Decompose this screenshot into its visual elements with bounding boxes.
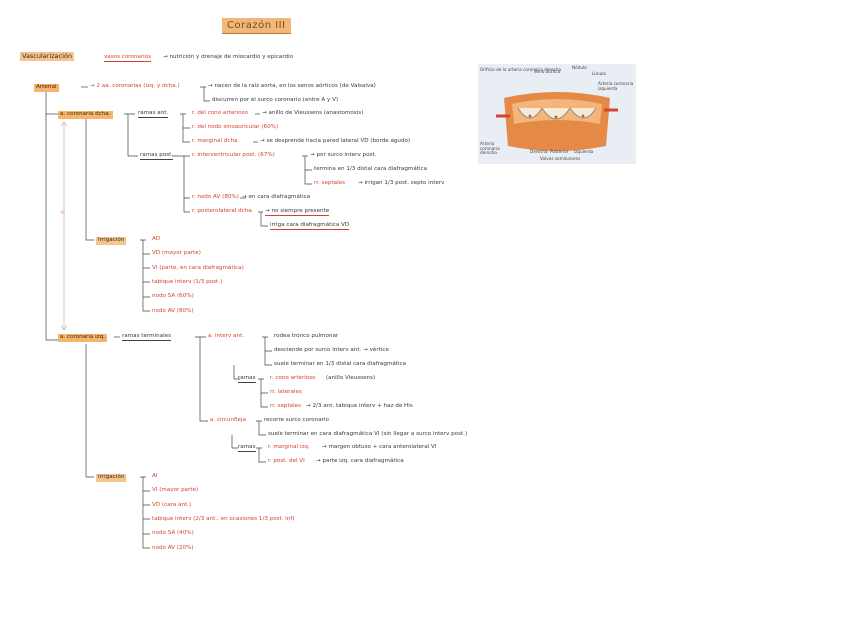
right-ant-3b: → se desprende hacia pared lateral VD (b…	[260, 138, 411, 144]
left-cx-2: suele terminar en cara diafragmática VI …	[268, 431, 468, 437]
irrigation-item: VI (parte, en cara diafragmática)	[152, 264, 244, 271]
left-cx-1: recorre surco coronario	[264, 417, 329, 423]
left-c2b: → parte izq. cara diafragmática	[316, 458, 404, 464]
left-r1: r. cono arterioso	[270, 375, 316, 381]
fig-label-2: Nódulo	[572, 65, 587, 70]
fig-label-3: Lúnula	[592, 71, 606, 76]
irrigation-item: nodo AV (20%)	[152, 544, 194, 551]
left-cx-branches: ramas	[238, 444, 256, 452]
right-post-1c: rr. septales	[314, 180, 345, 186]
fig-label-1: Seno aórtico	[534, 69, 561, 74]
right-post-3a: → no siempre presente	[265, 208, 330, 216]
right-post-1b: termina en 1/3 distal cara diafragmática	[314, 166, 428, 172]
left-ia-1: rodea tronco pulmonar	[274, 333, 339, 339]
arterial-heading: Arterial	[34, 84, 59, 92]
right-ant-3: r. marginal dcha.	[192, 138, 240, 144]
left-c1b: → margen obtuso + cara anterolateral VI	[322, 444, 437, 450]
fig-label-8: Izquierda	[574, 149, 594, 154]
right-ant-1: r. del cono arterioso	[192, 110, 248, 116]
right-ant-branches: ramas ant.	[138, 110, 169, 118]
arterial-line-1b: discurren por el surco coronario (entre …	[212, 97, 339, 103]
left-coronary-heading: a. coronaria izq.	[58, 334, 107, 342]
irrigation-item: VD (mayor parte)	[152, 250, 201, 257]
fig-label-5: Arteria coronaria derecha	[480, 141, 500, 156]
section-heading: Vascularización	[20, 52, 75, 61]
irrigation-item: nodo AV (80%)	[152, 307, 194, 314]
left-c2: r. post. del VI	[268, 458, 305, 464]
irrigation-item: tabique interv (1/3 post.)	[152, 278, 223, 285]
right-post-1: r. interventricular post. (67%)	[192, 152, 275, 158]
left-ia-2: desciende por surco interv ant. → vértic…	[274, 347, 389, 353]
side-note: Ye	[60, 211, 65, 216]
left-terminal-branches: ramas terminales	[122, 333, 172, 341]
left-cx: a. circunfleja	[210, 417, 246, 423]
right-ant-2: r. del nodo sinoauricular (60%)	[192, 124, 279, 130]
fig-label-9: Valvas semilunares	[540, 156, 581, 161]
irrigation-item: tabique interv (2/3 ant., en ocasiones 1…	[152, 515, 295, 522]
irrigation-item: nodo SA (40%)	[152, 530, 194, 537]
right-post-1d: → irrigan 1/3 post. septo interv	[358, 180, 445, 186]
fig-label-4: Arteria coronaria izquierda	[598, 81, 634, 91]
intro-text: → nutrición y drenaje de miocardio y epi…	[163, 54, 294, 60]
fig-label-6: Derecha	[530, 149, 548, 154]
right-post-3b: irriga cara diafragmática VD	[270, 222, 350, 230]
left-irrigation-heading: Irrigación	[96, 474, 127, 482]
right-post-1a: → por surco interv post.	[310, 152, 377, 158]
aortic-valve-figure: Orificio de la arteria coronaria derecha…	[478, 64, 636, 164]
left-r3: rr. septales	[270, 403, 301, 409]
arterial-line-1a: → nacen de la raíz aorta, en los senos a…	[208, 83, 376, 89]
left-ia-3: suele terminar en 1/3 distal cara diafra…	[274, 361, 406, 367]
right-irrigation-heading: Irrigación	[96, 237, 127, 245]
page-title: Corazón III	[222, 18, 291, 34]
right-post-2: r. nodo AV (80%)	[192, 194, 239, 200]
intro-term: vasos coronarios	[104, 54, 152, 62]
right-post-3: r. posterolateral dcha.	[192, 208, 254, 214]
right-ant-1b: → anillo de Vieussens (anastomosis)	[262, 110, 364, 116]
irrigation-item: VI (mayor parte)	[152, 487, 199, 494]
fig-label-0: Orificio de la arteria coronaria derecha	[480, 67, 562, 72]
right-post-branches: ramas post.	[140, 152, 174, 160]
left-ia-branches: ramas	[238, 375, 256, 383]
irrigation-item: AI	[152, 473, 158, 479]
right-coronary-heading: a. coronaria dcha.	[58, 111, 113, 119]
left-ia: a. interv ant.	[208, 333, 245, 339]
fig-label-7: Posterior	[550, 149, 569, 154]
irrigation-item: VD (cara ant.)	[152, 501, 192, 508]
left-r2: rr. laterales	[270, 389, 302, 395]
arterial-line-1: → 2 aa. coronarias (izq. y dcha.)	[90, 83, 180, 89]
irrigation-item: nodo SA (60%)	[152, 293, 194, 300]
left-r3b: → 2/3 ant. tabique interv + haz de His	[306, 403, 413, 409]
left-c1: r. marginal izq.	[268, 444, 310, 450]
left-r1b: (anillo Vieussens)	[326, 375, 376, 381]
right-post-2b: → en cara diafragmática	[242, 194, 311, 200]
aortic-valve-illustration	[496, 92, 618, 151]
irrigation-item: AD	[152, 236, 161, 242]
